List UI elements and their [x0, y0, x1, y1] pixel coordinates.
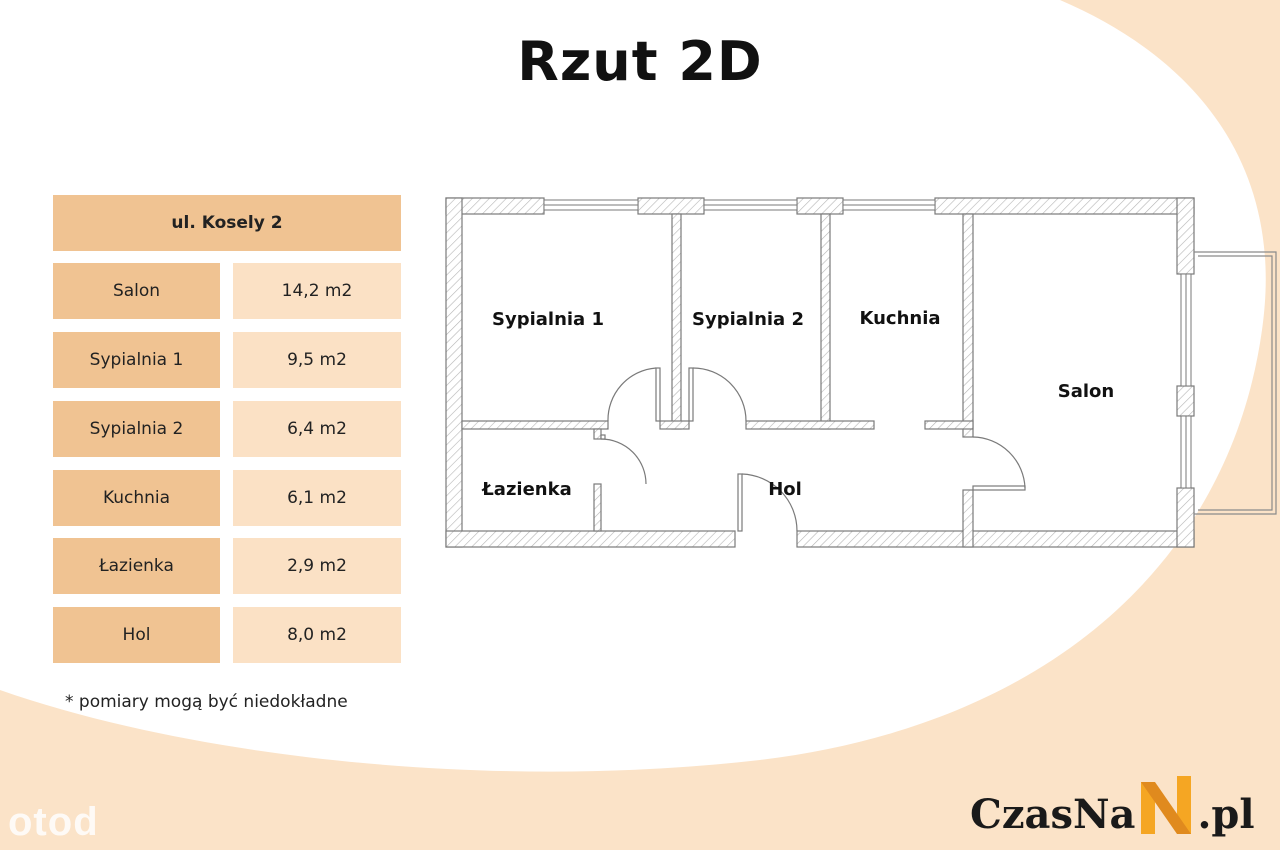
room-name-cell: Sypialnia 2 [53, 401, 220, 457]
area-table: ul. Kosely 2 Salon 14,2 m2 Sypialnia 1 9… [53, 195, 401, 663]
room-area-cell: 2,9 m2 [233, 538, 401, 594]
table-row: Kuchnia 6,1 m2 [53, 470, 401, 526]
room-area-cell: 6,4 m2 [233, 401, 401, 457]
room-label-sypialnia2: Sypialnia 2 [692, 309, 804, 330]
measurement-note: * pomiary mogą być niedokładne [65, 692, 348, 712]
floor-plan: Sypialnia 1 Sypialnia 2 Kuchnia Salon Ła… [445, 197, 1277, 548]
room-name-cell: Kuchnia [53, 470, 220, 526]
table-row: Sypialnia 2 6,4 m2 [53, 401, 401, 457]
room-area-cell: 6,1 m2 [233, 470, 401, 526]
watermark-text: otod [8, 800, 99, 844]
room-label-lazienka: Łazienka [481, 479, 572, 500]
room-label-hol: Hol [768, 479, 802, 500]
room-label-sypialnia1: Sypialnia 1 [492, 309, 604, 330]
room-label-salon: Salon [1058, 381, 1114, 402]
room-name-cell: Sypialnia 1 [53, 332, 220, 388]
windows [543, 199, 1192, 489]
logo-text-right: .pl [1197, 791, 1255, 838]
room-area-cell: 8,0 m2 [233, 607, 401, 663]
brand-logo: CzasNa .pl [970, 768, 1255, 838]
room-name-cell: Hol [53, 607, 220, 663]
walls [445, 197, 1195, 548]
table-row: Łazienka 2,9 m2 [53, 538, 401, 594]
table-row: Salon 14,2 m2 [53, 263, 401, 319]
page-title: Rzut 2D [517, 30, 763, 93]
room-area-cell: 14,2 m2 [233, 263, 401, 319]
table-row: Hol 8,0 m2 [53, 607, 401, 663]
room-name-cell: Salon [53, 263, 220, 319]
doors [600, 367, 1026, 532]
table-header-address: ul. Kosely 2 [53, 195, 401, 251]
balcony [1194, 251, 1277, 515]
n-logo-icon [1141, 776, 1192, 834]
room-label-kuchnia: Kuchnia [859, 308, 940, 329]
room-area-cell: 9,5 m2 [233, 332, 401, 388]
room-name-cell: Łazienka [53, 538, 220, 594]
logo-text-left: CzasNa [970, 791, 1136, 838]
table-row: Sypialnia 1 9,5 m2 [53, 332, 401, 388]
